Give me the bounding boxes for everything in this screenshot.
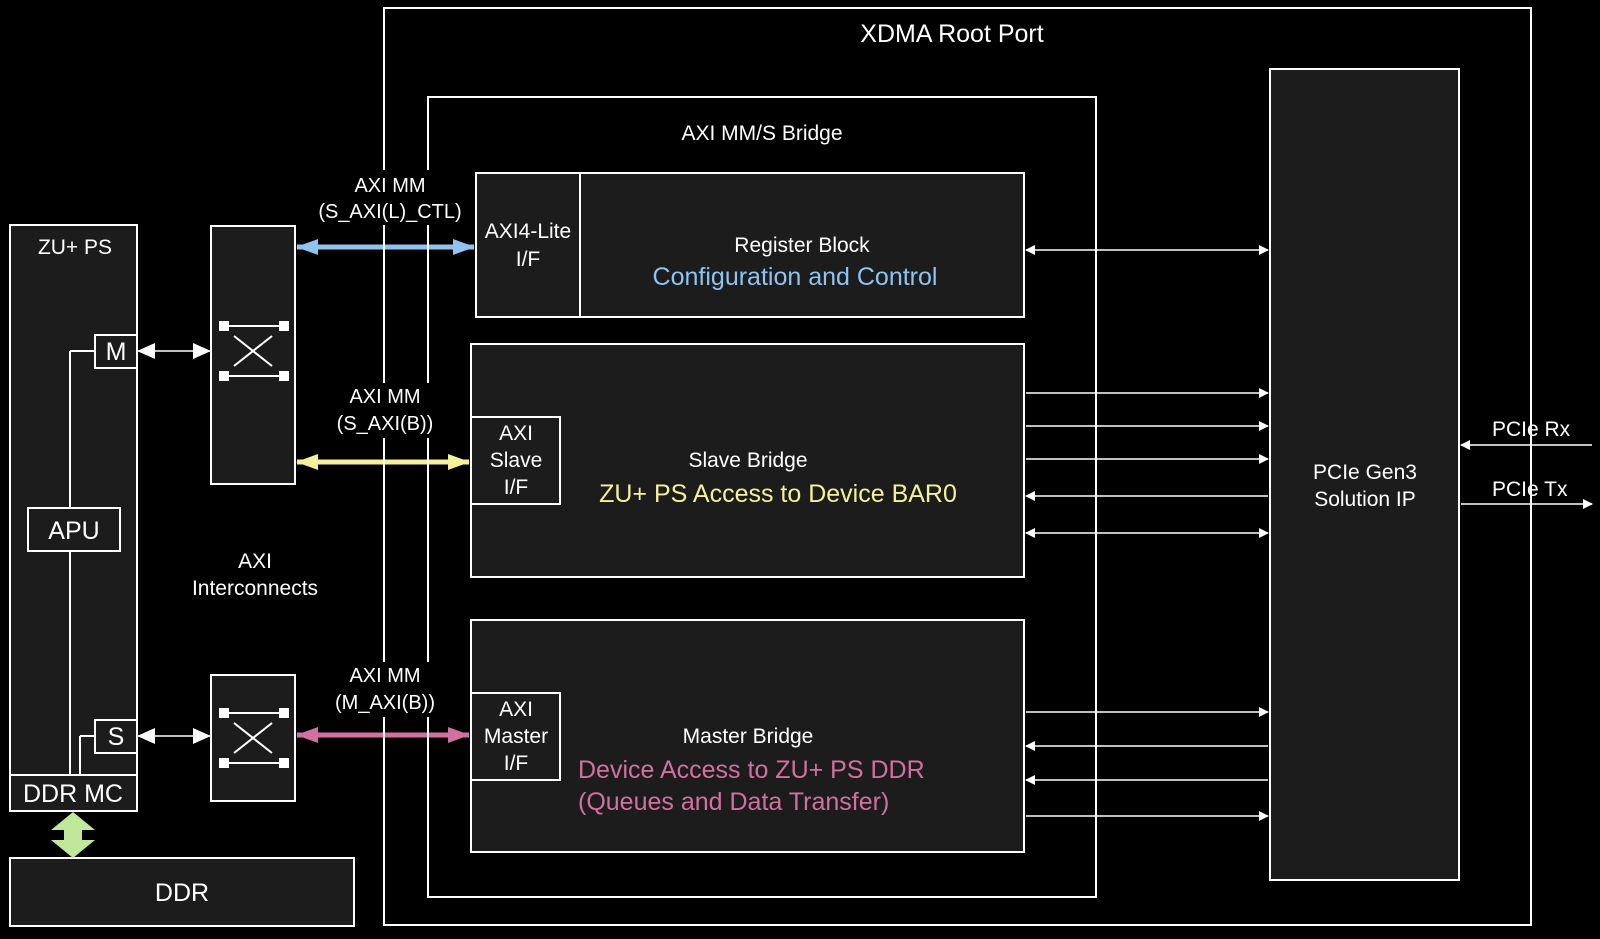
ddr-label: DDR xyxy=(155,879,209,907)
register-block xyxy=(475,172,1025,318)
interconnects-label-line2: Interconnects xyxy=(192,577,318,600)
axi-ctl-label-line2: (S_AXI(L)_CTL) xyxy=(318,201,461,223)
axi-m-label-line1: AXI MM xyxy=(349,665,420,687)
pcie-ip-label-line1: PCIe Gen3 xyxy=(1313,461,1417,484)
zu-ps-label: ZU+ PS xyxy=(38,236,112,259)
pcie-ip-label-line2: Solution IP xyxy=(1314,488,1416,511)
slave-if-box xyxy=(470,416,561,505)
axi-ctl-label-line1: AXI MM xyxy=(354,175,425,197)
master-bridge-desc-line2: (Queues and Data Transfer) xyxy=(578,788,889,816)
crossbar-icon xyxy=(219,708,289,768)
slave-bridge-desc: ZU+ PS Access to Device BAR0 xyxy=(599,480,957,508)
bridge-title: AXI MM/S Bridge xyxy=(681,122,842,145)
axi-b-label-line2: (S_AXI(B)) xyxy=(337,413,434,435)
apu-box xyxy=(27,507,121,552)
axi-m-label-line2: (M_AXI(B)) xyxy=(335,692,435,714)
master-port-box xyxy=(94,334,138,369)
pcie-rx-label: PCIe Rx xyxy=(1492,418,1571,441)
axi4lite-label-line1: AXI4-Lite xyxy=(485,220,571,243)
axi-b-label-line1: AXI MM xyxy=(349,386,420,408)
slave-port-label: S xyxy=(108,723,125,751)
slave-bridge-block xyxy=(470,343,1025,578)
label-mask xyxy=(330,383,440,438)
ddr-mc-label: DDR MC xyxy=(23,780,123,808)
register-block-title: Register Block xyxy=(734,234,870,257)
ddr-block xyxy=(9,857,355,927)
slave-if-line3: I/F xyxy=(504,476,529,499)
ddr-mc-box xyxy=(9,774,138,812)
master-if-line1: AXI xyxy=(499,698,533,721)
master-if-box xyxy=(470,692,561,781)
master-bridge-title: Master Bridge xyxy=(683,725,814,748)
register-block-desc: Configuration and Control xyxy=(653,263,938,291)
crossbar-icon xyxy=(219,321,289,381)
label-mask xyxy=(312,170,464,225)
master-port-label: M xyxy=(106,338,127,366)
label-mask xyxy=(326,662,444,717)
interconnects-label-line1: AXI xyxy=(238,550,272,573)
slave-if-line1: AXI xyxy=(499,422,533,445)
pcie-ip-block xyxy=(1269,68,1460,881)
master-if-line2: Master xyxy=(484,725,548,748)
master-bridge-block xyxy=(470,619,1025,853)
ddr-double-arrow xyxy=(51,812,95,858)
master-if-line3: I/F xyxy=(504,752,529,775)
pcie-tx-label: PCIe Tx xyxy=(1492,478,1568,501)
interconnect-top xyxy=(210,225,296,485)
root-port-title: XDMA Root Port xyxy=(860,20,1043,48)
slave-if-line2: Slave xyxy=(490,449,543,472)
axi4lite-label-line2: I/F xyxy=(516,248,541,271)
apu-label: APU xyxy=(48,517,99,545)
slave-bridge-title: Slave Bridge xyxy=(688,449,807,472)
master-bridge-desc-line1: Device Access to ZU+ PS DDR xyxy=(578,756,925,784)
